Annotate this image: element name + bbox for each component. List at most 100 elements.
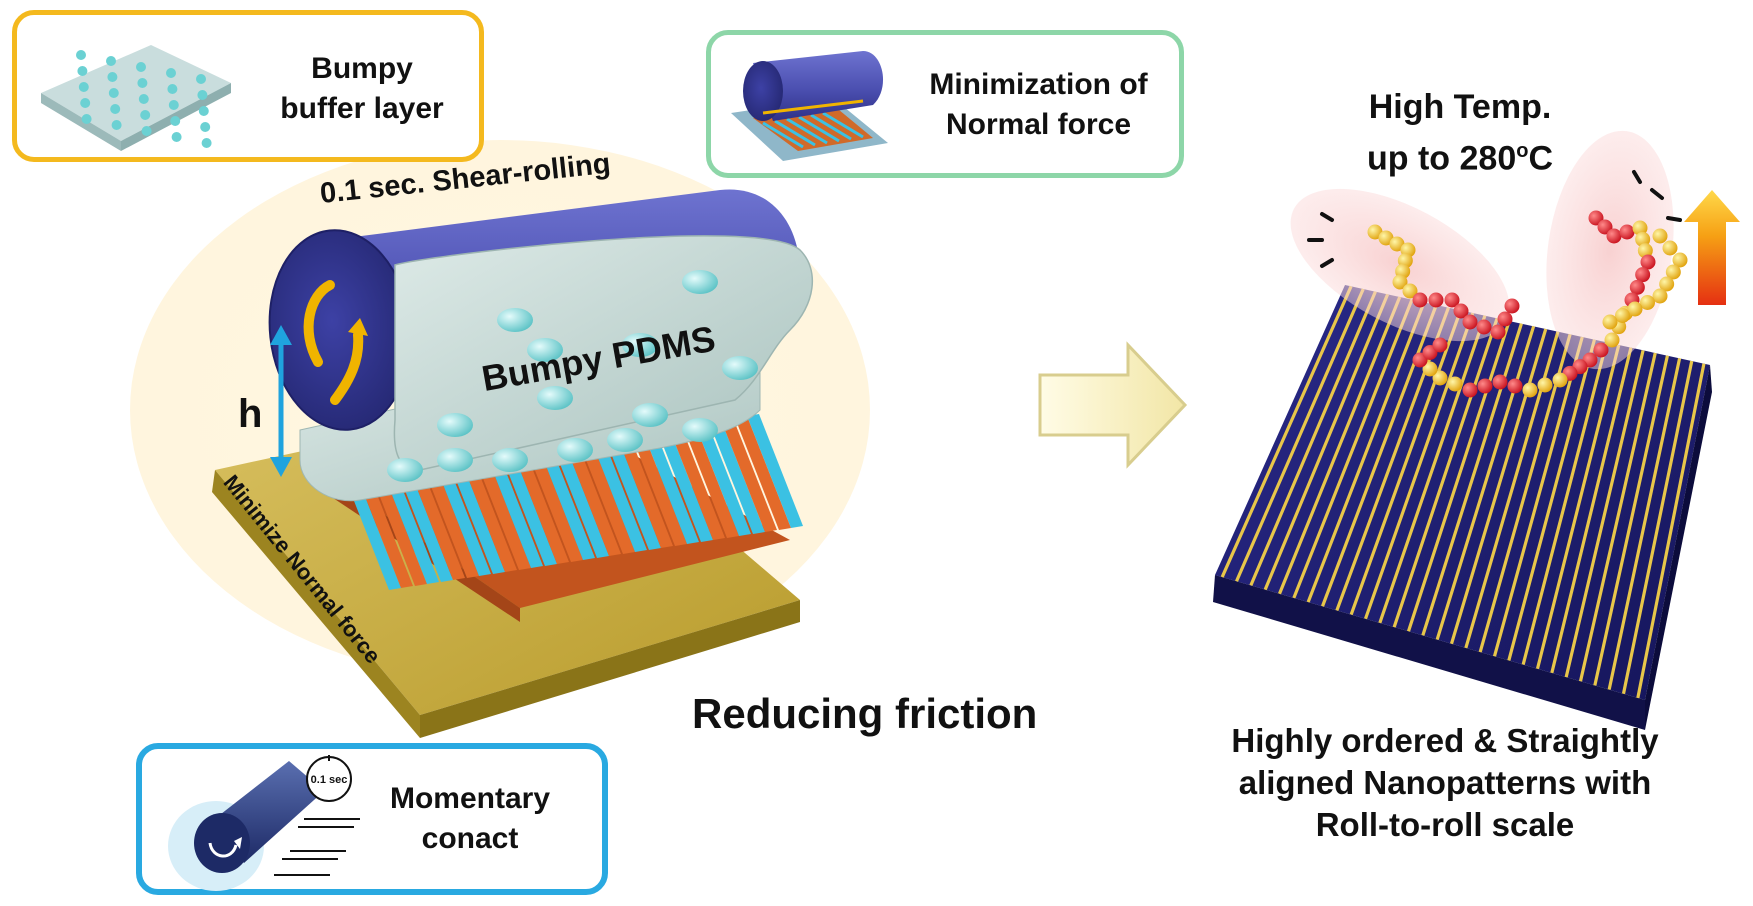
buffer-bump [140,110,151,120]
polymer-bead [1652,228,1668,244]
polymer-bead [1662,240,1678,256]
polymer-bead [1640,254,1656,270]
buffer-bump [78,82,89,92]
pattern-stripe [605,436,661,550]
pattern-stripe [527,448,583,562]
normal-force-line2: Normal force [945,108,1132,141]
buffer-bump [141,126,152,136]
polymer-bead [1604,332,1620,348]
contact-line2: conact [421,822,519,855]
high-temp-line1: High Temp. [1368,88,1552,126]
buffer-layer-thumbnail [41,45,231,151]
polymer-bead [1422,361,1438,377]
polymer-bead [1428,292,1444,308]
buffer-bump [107,72,118,82]
pattern-stripe [657,428,713,542]
polymer-bead [1640,295,1655,310]
pdms-bump [437,448,473,472]
polymer-bead [1497,311,1513,327]
gold-nanoline [1492,336,1584,657]
pattern-stripe [695,422,751,536]
pattern-stripe [565,442,621,556]
polymer-bead [1672,252,1688,268]
polymer-bead [1537,377,1553,393]
heat-marks [1307,170,1682,268]
contact-line1: Momentary [389,782,551,815]
pattern-stripe [397,468,453,582]
polymer-bead [1432,370,1448,386]
pdms-bump [527,338,563,362]
polymer-bead [1522,382,1538,398]
pattern-stripe [435,462,491,576]
buffer-bump [77,66,88,76]
polymer-bead [1492,374,1508,390]
callout-normal-force: Minimization of Normal force [706,30,1184,178]
contact-thumbnail: 0.1 sec [168,755,360,891]
polymer-bead [1629,279,1645,295]
pattern-stripe [345,476,401,590]
polymer-bead [1490,324,1506,340]
polymer-bead [1659,276,1675,292]
pdms-bump [537,386,573,410]
buffer-bump [137,78,148,88]
gold-nanoline [1621,360,1694,695]
polymer-bead [1367,224,1383,240]
buffer-bump [171,132,182,142]
pdms-bump [387,458,423,482]
pattern-stripe [383,470,439,584]
buffer-bump [168,100,179,110]
pdms-bump [682,418,718,442]
buffer-bump [197,90,208,100]
pattern-stripe [513,450,569,564]
gold-nanoline [1521,341,1609,665]
gold-nanoline [1349,309,1463,616]
reducing-friction-label: Reducing friction [692,690,1038,737]
polymer-bead [1507,378,1523,394]
gold-nanoline [1292,299,1414,599]
polymer-bead [1635,231,1651,247]
gold-nanoline [1435,325,1536,641]
high-temp-label: High Temp. up to 280oC [1340,85,1580,180]
height-arrow [270,325,292,477]
gold-nanoline [1220,285,1353,578]
gold-nanoline [1449,328,1548,645]
temp-degree: o [1516,140,1529,162]
buffer-bump [80,98,91,108]
temp-unit: C [1528,139,1554,178]
buffer-bump [138,94,149,104]
gold-nanoline [1593,355,1669,686]
pattern-stripe [669,426,725,540]
polymer-bead [1606,228,1622,244]
buffer-bump [110,104,121,114]
pattern-stripe [449,460,505,574]
caption-line1: Highly ordered & Straightly [1231,722,1659,759]
buffer-bump [108,88,119,98]
buffer-bump [200,122,211,132]
polymer-bead [1402,283,1418,299]
pattern-stripe [735,416,791,530]
caption-line2: aligned Nanopatterns with [1238,764,1652,801]
gold-nanoline [1363,312,1475,620]
polymer-bead [1462,382,1478,398]
polymer-bead [1444,292,1460,308]
polymer-bead [1632,220,1648,236]
buffer-bump [201,138,212,148]
gold-nanoline [1421,323,1523,636]
pdms-bump [682,270,718,294]
pattern-stripe [371,472,427,586]
nanopattern-substrate [1213,285,1712,730]
buffer-bump [106,56,116,66]
polymer-bead [1462,314,1478,330]
heat-up-arrow [1684,190,1740,305]
pattern-stripe [591,438,647,552]
buffer-bump [111,120,122,130]
nanopattern-caption: Highly ordered & Straightly aligned Nano… [1210,720,1680,846]
polymer-bead [1378,230,1394,246]
gold-nanoline [1249,291,1377,587]
polymer-bead [1392,274,1408,290]
pattern-stripe [487,454,543,568]
polymer-bead [1665,264,1681,280]
polymer-bead [1504,298,1520,314]
polymer-bead [1637,243,1653,259]
gold-nanoline [1564,349,1645,678]
